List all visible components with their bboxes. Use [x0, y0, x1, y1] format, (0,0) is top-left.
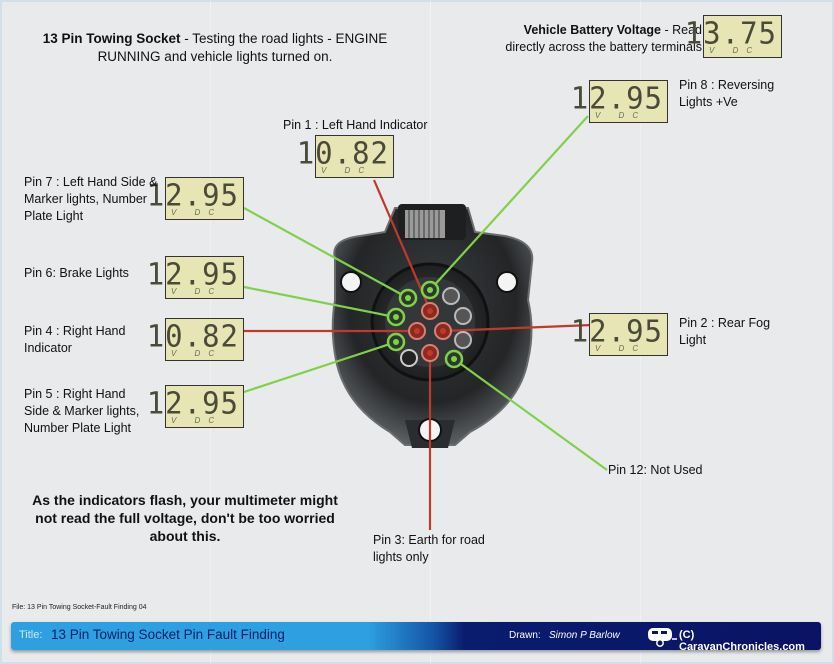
label-line: Pin 7 : Left Hand Side & [24, 175, 158, 189]
indicator-note: As the indicators flash, your multimeter… [32, 492, 338, 544]
file-label: File: 13 Pin Towing Socket-Fault Finding… [12, 604, 147, 611]
lcd-battery: 13.75 V DC [685, 15, 782, 58]
drawn-label: Drawn: [509, 630, 541, 641]
label-line: Indicator [24, 341, 72, 355]
drawn-value: Simon P Barlow [549, 630, 620, 641]
pin-9 [442, 287, 460, 305]
wire-pin2 [442, 323, 593, 333]
label-line: Pin 4 : Right Hand [24, 324, 126, 338]
label-pin12: Pin 12: Not Used [608, 462, 703, 479]
lcd-reading: 12.95 [146, 385, 239, 421]
pin-13 [400, 349, 418, 367]
mounting-hole-right [496, 271, 518, 293]
lcd-pin5: 12.95 V DC [147, 385, 244, 428]
lcd-reading: 12.95 [146, 256, 239, 292]
battery-label-rest: - Read [661, 23, 702, 37]
socket-body [331, 204, 534, 448]
lcd-reading: 10.82 [296, 135, 389, 171]
lcd-unit: V DC [595, 344, 647, 353]
lcd-unit: V DC [709, 46, 761, 55]
lcd-reading: 12.95 [146, 177, 239, 213]
lcd-reading: 12.95 [570, 80, 663, 116]
heading-rest: - Testing the road lights - ENGINE RUNNI… [97, 31, 388, 64]
caravan-icon [648, 628, 677, 647]
diagram-heading: 13 Pin Towing Socket - Testing the road … [20, 30, 410, 66]
label-line: Side & Marker lights, [24, 404, 140, 418]
lcd-unit: V DC [321, 166, 373, 175]
wire-pin6 [243, 285, 396, 319]
lcd-unit: V DC [171, 287, 223, 296]
label-pin5: Pin 5 : Right Hand Side & Marker lights,… [24, 386, 139, 437]
label-line: Pin 2 : Rear Fog [679, 316, 771, 330]
label-line: Light [679, 333, 707, 347]
lcd-pin8: 12.95 V DC [571, 80, 668, 123]
label-line: Pin 8 : Reversing [679, 78, 775, 92]
label-pin7: Pin 7 : Left Hand Side & Marker lights, … [24, 174, 157, 225]
lcd-pin4: 10.82 V DC [147, 318, 244, 361]
heading-bold: 13 Pin Towing Socket [42, 31, 181, 46]
label-line: Marker lights, Number [24, 192, 147, 206]
wires [243, 115, 608, 530]
label-line: Lights +Ve [679, 95, 738, 109]
wire-pin8 [429, 115, 589, 291]
battery-label-bold: Vehicle Battery Voltage [523, 23, 661, 37]
mounting-hole-left [340, 271, 362, 293]
socket-pins [386, 280, 472, 369]
label-line: Pin 3: Earth for road [373, 533, 485, 547]
wire-pin5 [243, 340, 397, 394]
lcd-unit: V DC [595, 111, 647, 120]
label-line: Pin 12: Not Used [608, 463, 703, 477]
label-pin4: Pin 4 : Right Hand Indicator [24, 323, 125, 357]
wire-pin7 [243, 207, 409, 299]
label-line: Number Plate Light [24, 421, 132, 435]
lcd-unit: V DC [171, 349, 223, 358]
label-line: Pin 6: Brake Lights [24, 266, 129, 280]
label-line: Pin 5 : Right Hand [24, 387, 126, 401]
label-line: Pin 1 : Left Hand Indicator [283, 118, 428, 132]
label-pin2: Pin 2 : Rear Fog Light [679, 315, 770, 349]
battery-label: Vehicle Battery Voltage - Read directly … [496, 22, 702, 56]
battery-label-line2: directly across the battery terminals [505, 40, 702, 54]
label-pin8: Pin 8 : Reversing Lights +Ve [679, 77, 774, 111]
copyright-text[interactable]: (C) CaravanChronicles.com [679, 629, 805, 653]
wire-pin12 [453, 358, 608, 471]
lcd-pin6: 12.95 V DC [147, 256, 244, 299]
title-block: Title: 13 Pin Towing Socket Pin Fault Fi… [11, 622, 821, 653]
lcd-pin7: 12.95 V DC [147, 177, 244, 220]
label-pin3: Pin 3: Earth for road lights only [373, 532, 485, 566]
lcd-unit: V DC [171, 208, 223, 217]
wire-pin1 [372, 179, 432, 311]
label-pin1: Pin 1 : Left Hand Indicator [283, 117, 428, 134]
lcd-reading: 10.82 [146, 318, 239, 354]
pin-10 [454, 307, 472, 325]
label-pin6: Pin 6: Brake Lights [24, 265, 129, 282]
label-line: lights only [373, 550, 429, 564]
hinge-spring [405, 210, 445, 238]
title-label: Title: [19, 629, 43, 641]
lcd-reading: 13.75 [684, 15, 777, 51]
pin-11 [454, 331, 472, 349]
label-line: Plate Light [24, 209, 84, 223]
lcd-pin2: 12.95 V DC [571, 313, 668, 356]
lcd-reading: 12.95 [570, 313, 663, 349]
lcd-unit: V DC [171, 416, 223, 425]
title-value: 13 Pin Towing Socket Pin Fault Finding [51, 627, 285, 642]
lcd-pin1: 10.82 V DC [297, 135, 394, 178]
